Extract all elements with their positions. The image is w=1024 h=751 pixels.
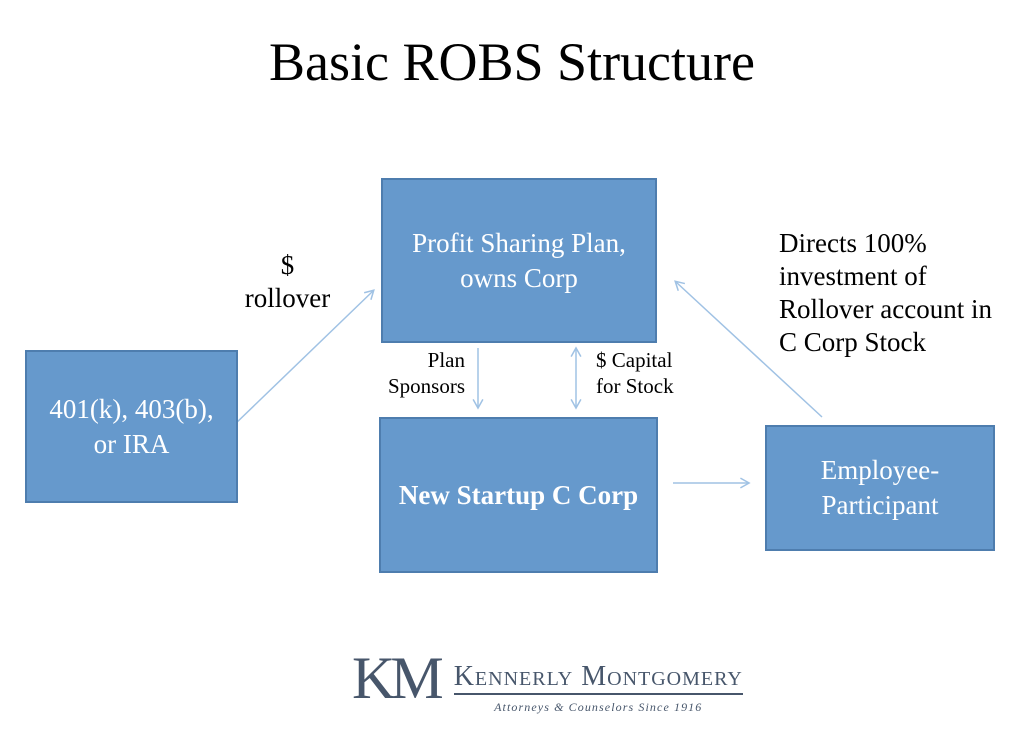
box-new-startup-c-corp: New Startup C Corp	[379, 417, 658, 573]
diagram-title: Basic ROBS Structure	[269, 32, 755, 92]
directs-investment-note: Directs 100% investment of Rollover acco…	[779, 228, 992, 357]
kennerly-montgomery-logo: KM Kennerly Montgomery Attorneys & Couns…	[352, 645, 743, 715]
logo-text-block: Kennerly Montgomery Attorneys & Counselo…	[453, 663, 743, 715]
firm-tagline: Attorneys & Counselors Since 1916	[494, 700, 703, 714]
box-employee-participant: Employee- Participant	[765, 425, 995, 551]
plan-sponsors-arrow-label: Plan Sponsors	[387, 348, 465, 398]
km-monogram-icon: KM	[352, 645, 444, 711]
box-profit-sharing-plan: Profit Sharing Plan, owns Corp	[381, 178, 657, 343]
capital-for-stock-arrow-label: $ Capital for Stock	[596, 348, 674, 398]
box-401k-403b-ira: 401(k), 403(b), or IRA	[25, 350, 238, 503]
rollover-arrow-label: $ rollover	[244, 250, 331, 313]
firm-name: Kennerly Montgomery	[453, 663, 743, 695]
